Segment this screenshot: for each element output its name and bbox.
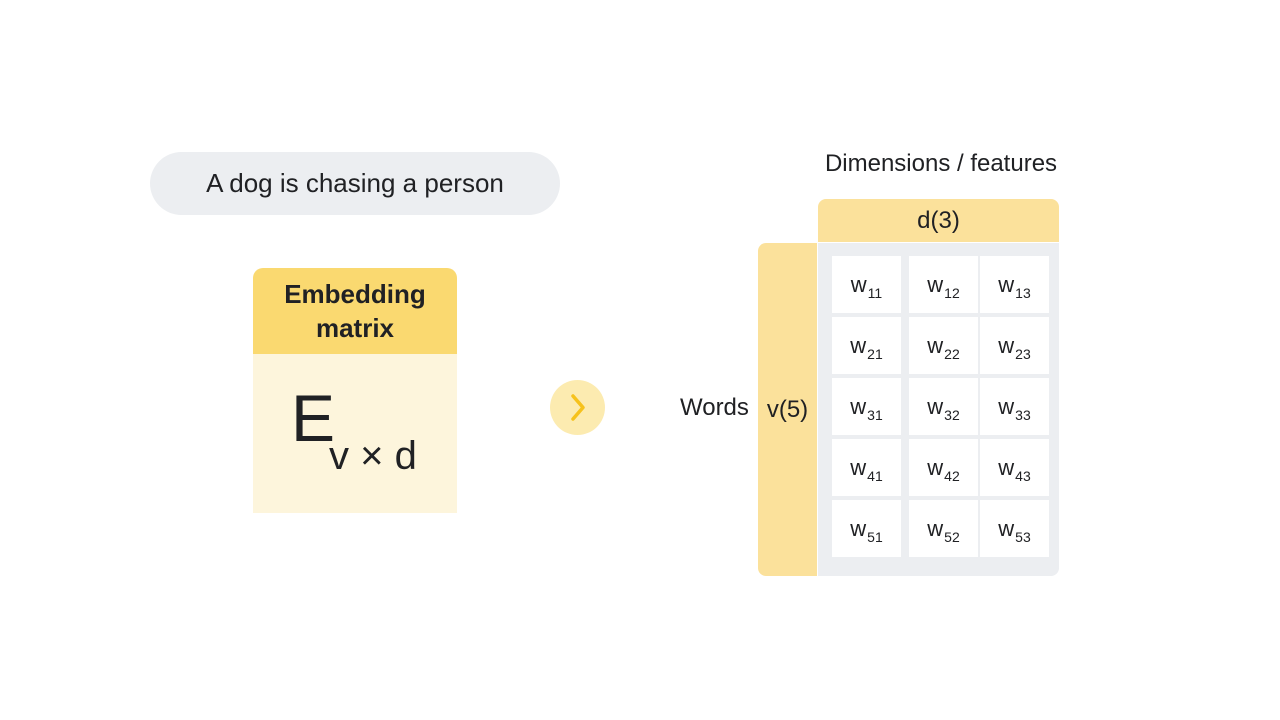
chevron-right-icon xyxy=(571,394,585,421)
cell-base: w xyxy=(850,332,867,358)
cell-subscript: 51 xyxy=(867,528,883,545)
row-header: v(5) xyxy=(758,243,817,576)
cell-subscript: 43 xyxy=(1015,467,1031,484)
cell-base: w xyxy=(927,332,944,358)
cell-subscript: 23 xyxy=(1015,345,1031,362)
column-header: d(3) xyxy=(818,199,1059,242)
cell-base: w xyxy=(998,515,1015,541)
cell-base: w xyxy=(850,271,867,297)
cell-subscript: 12 xyxy=(944,284,960,301)
cell-subscript: 11 xyxy=(867,284,883,301)
dimensions-title: Dimensions / features xyxy=(824,150,1058,177)
cell-subscript: 42 xyxy=(944,467,960,484)
cell-base: w xyxy=(850,393,867,419)
embedding-matrix-formula: E v × d xyxy=(253,354,457,513)
cell-base: w xyxy=(998,332,1015,358)
cell-base: w xyxy=(927,515,944,541)
cell-base: w xyxy=(998,393,1015,419)
arrow-circle xyxy=(550,380,605,435)
cell-base: w xyxy=(998,454,1015,480)
words-label: Words xyxy=(680,394,749,421)
cell-base: w xyxy=(850,454,867,480)
cell-base: w xyxy=(998,271,1015,297)
formula-subscript: v × d xyxy=(329,434,417,478)
cell-base: w xyxy=(927,393,944,419)
cell-subscript: 52 xyxy=(944,528,960,545)
embedding-matrix-title: Embedding matrix xyxy=(253,268,457,354)
cell-subscript: 32 xyxy=(944,406,960,423)
cell-subscript: 31 xyxy=(867,406,883,423)
cell-subscript: 53 xyxy=(1015,528,1031,545)
cell-base: w xyxy=(850,515,867,541)
cell-subscript: 13 xyxy=(1015,284,1031,301)
sentence-pill: A dog is chasing a person xyxy=(150,152,560,215)
cell-subscript: 21 xyxy=(867,345,883,362)
formula-symbol: E xyxy=(291,381,336,455)
cell-base: w xyxy=(927,454,944,480)
sentence-text: A dog is chasing a person xyxy=(206,168,504,198)
cell-subscript: 41 xyxy=(867,467,883,484)
cell-subscript: 33 xyxy=(1015,406,1031,423)
cell-subscript: 22 xyxy=(944,345,960,362)
cell-base: w xyxy=(927,271,944,297)
embedding-matrix-card: Embedding matrix E v × d xyxy=(253,268,457,513)
